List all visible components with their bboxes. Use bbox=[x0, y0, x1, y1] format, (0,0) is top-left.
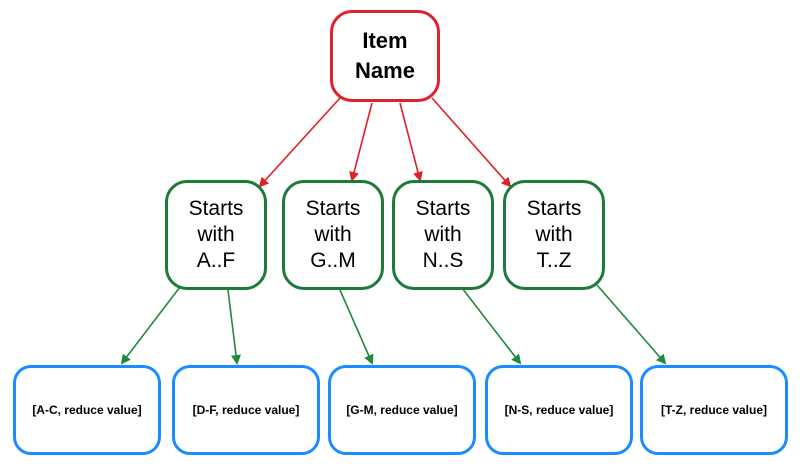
group-node-a-f: Starts with A..F bbox=[165, 180, 267, 290]
group-label-range: N..S bbox=[422, 249, 464, 272]
group-label-line1: Starts bbox=[415, 197, 471, 220]
group-label-range: T..Z bbox=[536, 249, 572, 272]
leaf-label: [A-C, reduce value] bbox=[32, 403, 142, 417]
leaf-node-n-s: [N-S, reduce value] bbox=[485, 365, 633, 455]
group-label-line2: with bbox=[197, 223, 235, 246]
leaf-node-g-m: [G-M, reduce value] bbox=[328, 365, 476, 455]
leaf-node-t-z: [T-Z, reduce value] bbox=[640, 365, 788, 455]
group-label-range: A..F bbox=[196, 249, 236, 272]
group-label-line1: Starts bbox=[305, 197, 361, 220]
leaf-label: [D-F, reduce value] bbox=[192, 403, 300, 417]
group-label-line1: Starts bbox=[526, 197, 582, 220]
arrow-root-to-n-s bbox=[399, 102, 423, 182]
root-label-line2: Name bbox=[355, 58, 415, 83]
arrow-root-to-g-m bbox=[349, 102, 373, 182]
arrow-g-m-to-g-m bbox=[339, 289, 374, 365]
group-node-n-s: Starts with N..S bbox=[392, 180, 494, 290]
leaf-label: [T-Z, reduce value] bbox=[660, 403, 768, 417]
leaf-node-d-f: [D-F, reduce value] bbox=[172, 365, 320, 455]
group-node-t-z: Starts with T..Z bbox=[503, 180, 605, 290]
arrow-root-to-t-z bbox=[431, 97, 512, 188]
arrow-a-f-to-d-f bbox=[227, 289, 241, 365]
group-label-line2: with bbox=[424, 223, 462, 246]
group-label-line2: with bbox=[535, 223, 573, 246]
leaf-node-a-c: [A-C, reduce value] bbox=[13, 365, 161, 455]
group-label-range: G..M bbox=[310, 249, 356, 272]
leaf-label: [G-M, reduce value] bbox=[346, 403, 458, 417]
group-label-line1: Starts bbox=[188, 197, 244, 220]
root-node: Item Name bbox=[330, 10, 440, 102]
group-label-line2: with bbox=[314, 223, 352, 246]
arrow-root-to-a-f bbox=[258, 97, 341, 188]
root-label-line1: Item bbox=[362, 28, 408, 53]
arrow-t-z-to-t-z bbox=[596, 284, 667, 365]
leaf-label: [N-S, reduce value] bbox=[504, 403, 614, 417]
arrow-a-f-to-a-c bbox=[120, 286, 181, 365]
arrow-n-s-to-n-s bbox=[461, 287, 522, 365]
group-node-g-m: Starts with G..M bbox=[282, 180, 384, 290]
